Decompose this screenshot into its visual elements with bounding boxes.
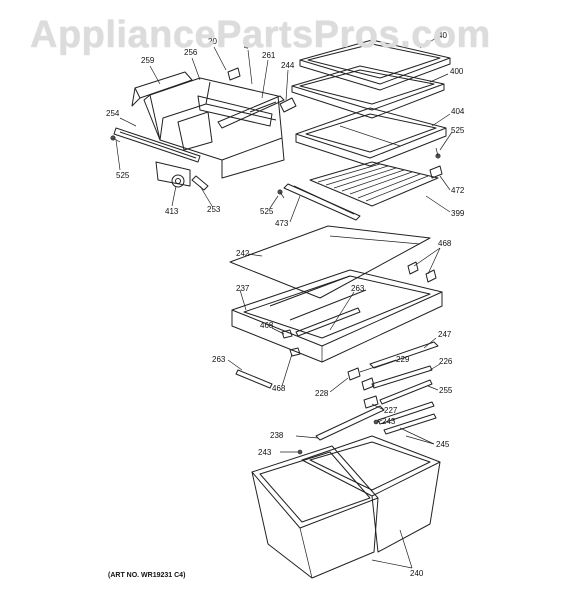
- callout-468-mid: 468: [260, 321, 274, 330]
- callout-243-top: 243: [382, 417, 396, 426]
- callout-40x: 40: [438, 31, 447, 40]
- callout-243-bottom: 243: [258, 448, 272, 457]
- leader-lines: [115, 37, 453, 569]
- slide-rail-473: [283, 183, 361, 221]
- clips-472-525: [277, 147, 443, 199]
- callout-468-bottom: 468: [272, 384, 286, 393]
- callout-473: 473: [275, 219, 289, 228]
- seal-263-left: [235, 369, 273, 389]
- slide-rail-245: [377, 401, 437, 435]
- callout-228: 228: [315, 389, 329, 398]
- callout-237: 237: [236, 284, 250, 293]
- clip-4: [227, 67, 241, 81]
- callout-253: 253: [207, 205, 221, 214]
- pan-bracket-413: [155, 161, 191, 188]
- clip-227: [363, 395, 379, 409]
- callout-254: 254: [106, 109, 120, 118]
- callout-256: 256: [184, 48, 198, 57]
- callout-404: 404: [451, 107, 465, 116]
- callout-413: 413: [165, 207, 179, 216]
- callout-242: 242: [236, 249, 250, 258]
- callout-399: 399: [451, 209, 465, 218]
- callout-229: 229: [396, 355, 410, 364]
- callout-244: 244: [281, 61, 295, 70]
- slide-253: [191, 175, 209, 191]
- pan-cover-frame-237: [231, 269, 443, 363]
- slide-255: [379, 379, 433, 405]
- callout-247: 247: [438, 330, 452, 339]
- callout-227: 227: [384, 406, 398, 415]
- clips-468-frame: [281, 329, 301, 357]
- callout-400: 400: [450, 67, 464, 76]
- slide-rail-238: [315, 405, 385, 441]
- crisper-pan-left: [251, 445, 379, 579]
- callout-525-left: 525: [116, 171, 130, 180]
- rail-254: [113, 127, 201, 163]
- callout-238: 238: [270, 431, 284, 440]
- callout-263-top: 263: [351, 284, 365, 293]
- shelf-frame-404: [295, 107, 447, 167]
- bracket-244: [279, 97, 297, 113]
- callout-259: 259: [141, 56, 155, 65]
- callout-245: 245: [436, 440, 450, 449]
- callout-261: 261: [262, 51, 276, 60]
- rail-247: [369, 341, 439, 369]
- shelf-frame-top-40x: [299, 39, 451, 91]
- callout-226: 226: [439, 357, 453, 366]
- callout-472: 472: [451, 186, 465, 195]
- callout-20: 20: [208, 37, 217, 46]
- callout-525-right: 525: [451, 126, 465, 135]
- callout-525-mid: 525: [260, 207, 274, 216]
- clips-229-228: [347, 367, 375, 391]
- wire-shelf-399: [309, 161, 439, 207]
- seal-263-top: [295, 307, 361, 337]
- crisper-pan-right: [301, 435, 441, 553]
- callout-255: 255: [439, 386, 453, 395]
- callout-4x: 4: [244, 42, 249, 51]
- clips-468-right: [407, 261, 437, 283]
- screws-525-left: [110, 135, 121, 143]
- glass-shelf-242: [229, 225, 431, 299]
- callout-263-left: 263: [212, 355, 226, 364]
- slide-rail-261: [217, 95, 285, 129]
- shelf-frame-400: [291, 65, 445, 119]
- rail-226: [371, 365, 433, 389]
- callout-468-top: 468: [438, 239, 452, 248]
- art-number: (ART NO. WR19231 C4): [108, 572, 186, 579]
- drawer-cover-259: [131, 71, 193, 107]
- callout-240: 240: [410, 569, 424, 578]
